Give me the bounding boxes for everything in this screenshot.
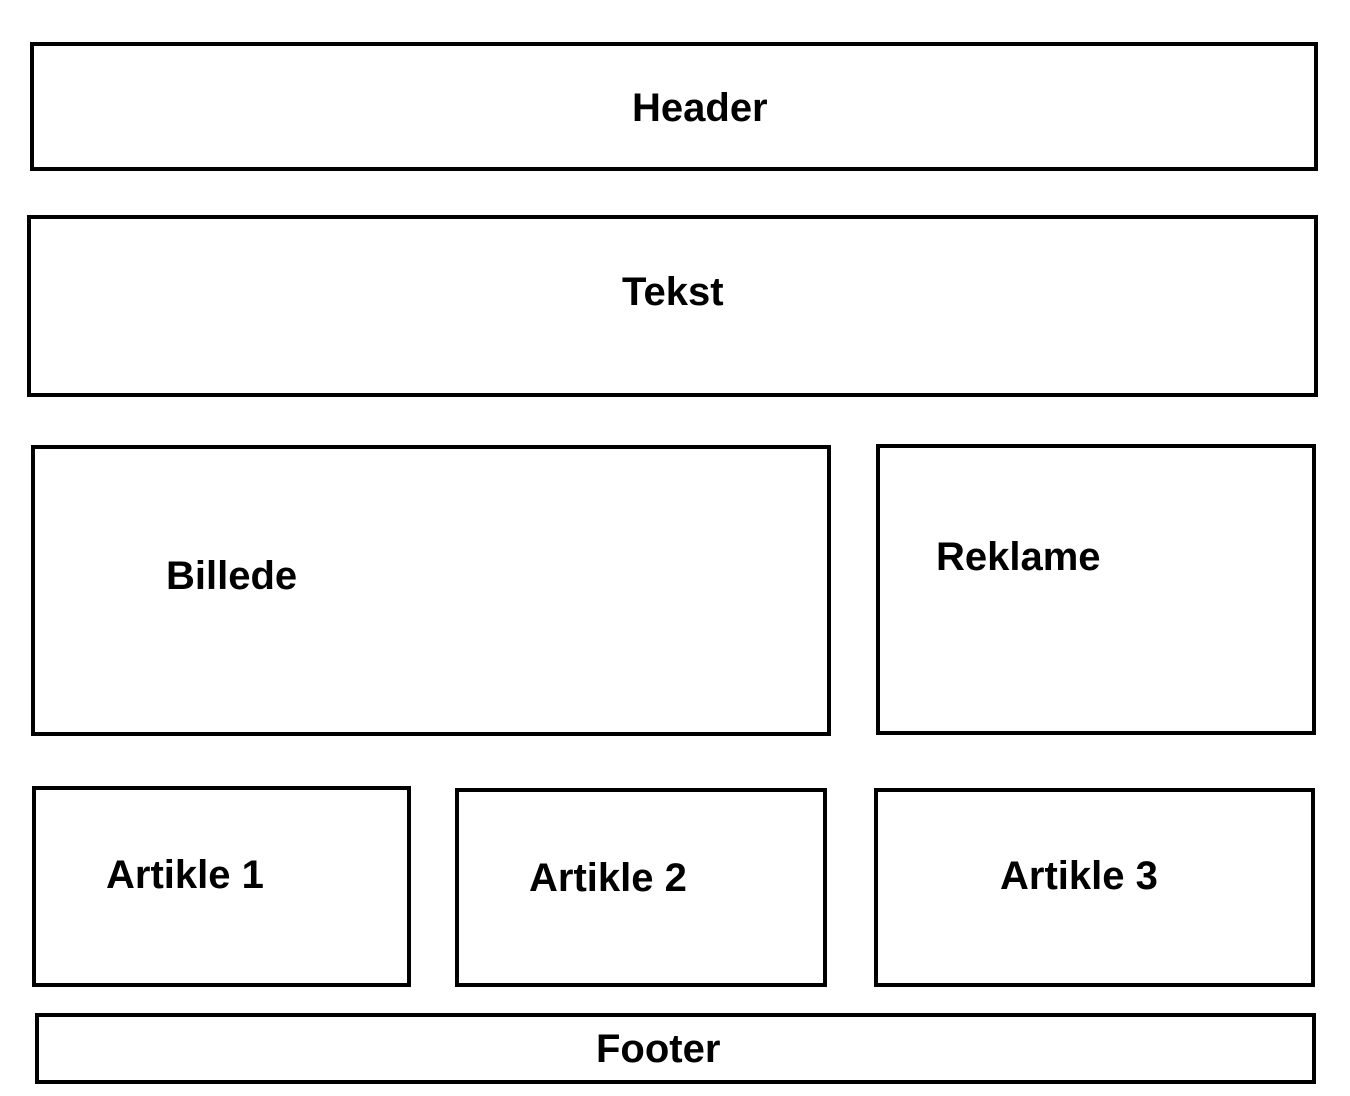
article-1-box	[32, 786, 411, 987]
article-2-label: Artikle 2	[529, 856, 687, 900]
header-label: Header	[632, 86, 768, 130]
footer-label: Footer	[596, 1027, 721, 1071]
advertisement-label: Reklame	[936, 535, 1101, 579]
article-2-box	[455, 788, 827, 987]
advertisement-box	[876, 444, 1316, 735]
header-box	[30, 42, 1318, 171]
image-label: Billede	[166, 554, 298, 598]
text-label: Tekst	[622, 270, 724, 314]
image-box	[31, 445, 831, 736]
article-1-label: Artikle 1	[106, 853, 264, 897]
article-3-box	[874, 788, 1315, 987]
article-3-label: Artikle 3	[1000, 854, 1158, 898]
footer-box	[35, 1013, 1316, 1084]
text-box	[27, 215, 1318, 397]
